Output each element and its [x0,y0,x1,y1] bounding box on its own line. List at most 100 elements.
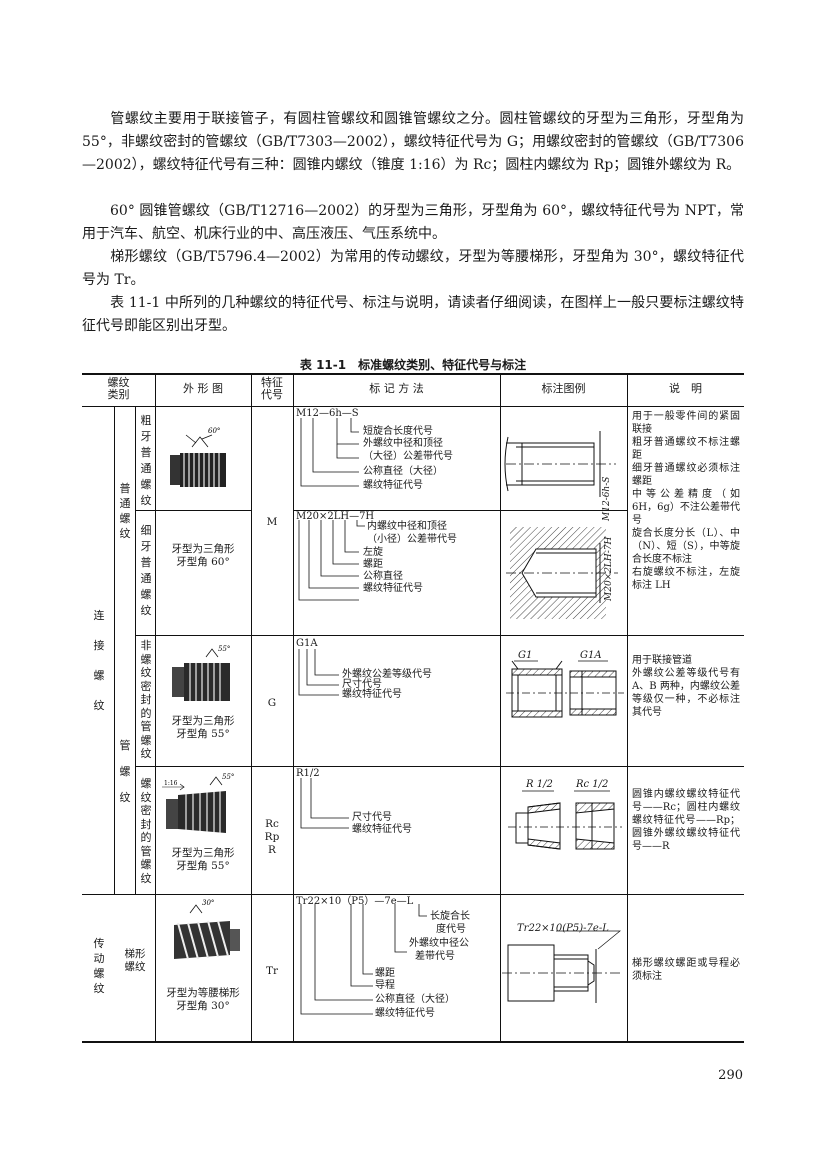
code-m: M [266,516,278,528]
note-common: 用于一般零件间的紧固联接 粗牙普通螺纹不标注螺距 细牙普通螺纹必须标注螺距 中等… [632,411,740,591]
note-tr: 梯形螺纹螺距或导程必须标注 [632,958,740,982]
table-caption: 表 11-1 标准螺纹类别、特征代号与标注 [299,358,527,372]
category-pipe: 管螺纹 [119,739,131,804]
tr-mark-leaders [300,904,427,1015]
col-divider-1 [114,406,115,894]
m1-example-label: M12-6h-S [602,476,612,521]
g-example-drawing [506,660,624,718]
col-divider-3 [155,373,156,1041]
g-mark-head: G1A [296,638,318,649]
subcategory-coarse: 粗牙普通螺纹 [140,414,152,507]
col-divider-2 [135,406,136,894]
m2-mark-1: 内螺纹中径和顶径 [367,521,447,532]
m1-example-drawing [504,431,616,497]
note-r: 圆锥内螺纹螺纹特征代号——Rc；圆柱内螺纹螺纹特征代号——Rp；圆锥外螺纹螺纹特… [632,789,740,852]
tr-mark-8: 螺纹特征代号 [375,1008,435,1019]
table-bottom-rule [82,1041,744,1043]
svg-text:1:16: 1:16 [164,780,178,787]
tr-mark-4: 差带代号 [415,951,455,962]
note-g: 用于联接管道 外螺纹公差等级代号有 A、B 两种，内螺纹公差等级仅一种，不必标注… [632,655,740,718]
svg-text:30°: 30° [202,899,214,907]
rule-g-r [135,766,744,767]
category-transmit: 传动螺纹 [93,937,105,995]
g-example-g1a: G1A [580,650,602,661]
category-common: 普通螺纹 [119,482,131,540]
m2-mark-6: 螺纹特征代号 [363,583,423,594]
thread-table: 螺纹类别 外 形 图 特征代号 标 记 方 法 标注图例 说 明 连接螺纹 普通… [82,373,744,1043]
paragraph-1: 管螺纹主要用于联接管子，有圆柱管螺纹和圆锥管螺纹之分。圆柱管螺纹的牙型为三角形，… [82,111,744,173]
m1-mark-head: M12—6h—S [296,408,359,419]
r-example-drawing [508,790,622,850]
g-mark-3: 螺纹特征代号 [342,689,402,700]
tr-mark-5: 螺距 [375,968,395,979]
m2-example-label: M20×2LH-7H [604,536,614,601]
m2-mark-3: 左旋 [363,547,383,558]
header-method: 标 记 方 法 [369,382,424,395]
col-divider-5 [293,373,294,1041]
tr-mark-7: 公称直径（大径） [375,994,455,1005]
coarse-thread-image: 60° [170,427,226,487]
svg-text:60°: 60° [208,427,220,435]
paragraph-3: 梯形螺纹（GB/T5796.4—2002）为常用的传动螺纹，牙型为等腰梯形，牙型… [82,249,744,288]
r-example-rc: Rc 1/2 [576,779,609,790]
m2-mark-2: （小径）公差带代号 [367,534,457,545]
m2-mark-leaders [298,520,365,601]
m1-mark-2: 外螺纹中径和顶径 [363,438,443,449]
m1-mark-1: 短旋合长度代号 [363,426,433,437]
g-shape-desc: 牙型为三角形 牙型角 55° [171,715,235,740]
col-divider-6 [500,373,501,1041]
header-example: 标注图例 [541,382,586,395]
svg-text:55°: 55° [222,773,234,781]
r-mark-2: 螺纹特征代号 [352,824,412,835]
header-shape: 外 形 图 [183,382,223,395]
code-r: Rc Rp R [264,818,280,856]
header-rule [82,406,744,407]
g-mark-leaders [298,649,339,696]
tr-mark-3: 外螺纹中径公 [409,938,469,949]
common-shape-desc: 牙型为三角形 牙型角 60° [171,543,235,568]
tr-mark-1: 长旋合长 [430,911,470,922]
rule-coarse-fine-mark [293,510,627,511]
tr-example-drawing [502,930,621,1003]
tr-mark-2: 度代号 [436,924,466,935]
m2-mark-5: 公称直径 [363,571,403,582]
r-mark-1: 尺寸代号 [352,812,392,823]
g-mark-2: 尺寸代号 [342,679,382,690]
subcategory-nonseal: 非螺纹密封的管螺纹 [140,639,152,760]
r-thread-image: 1:16 55° [162,773,234,833]
r-mark-head: R1/2 [296,768,320,779]
m1-mark-3: （大径）公差带代号 [363,451,453,462]
paragraph-2: 60° 圆锥管螺纹（GB/T12716—2002）的牙型为三角形，牙型角为 60… [82,203,744,242]
m1-mark-leaders [300,418,359,487]
g-example-g1: G1 [518,650,533,661]
tr-example-label: Tr22×10(P5)-7e-L [517,923,609,934]
tr-mark-6: 导程 [375,980,395,991]
g-thread-image: 55° [172,645,230,701]
svg-text:55°: 55° [218,645,230,653]
col-divider-4 [251,373,252,1041]
rule-connect-transmit [82,894,744,895]
tr-shape-desc: 牙型为等腰梯形 牙型角 30° [166,987,240,1012]
m2-mark-head: M20×2LH—7H [296,511,375,522]
r-mark-leaders [300,778,349,829]
r-shape-desc: 牙型为三角形 牙型角 55° [171,847,235,872]
r-example-r: R 1/2 [526,779,553,790]
code-g: G [267,697,277,709]
rule-coarse-fine [135,510,251,511]
page-number: 290 [718,1068,743,1083]
subcategory-seal: 螺纹密封的管螺纹 [140,777,152,885]
m1-mark-5: 螺纹特征代号 [363,480,423,491]
g-mark-1: 外螺纹公差等级代号 [342,669,432,680]
header-note: 说 明 [669,382,702,395]
paragraph-4: 表 11-1 中所列的几种螺纹的特征代号、标注与说明，请读者仔细阅读，在图样上一… [82,295,744,334]
tr-mark-head: Tr22×10（P5）—7e—L [296,896,414,907]
subcategory-fine: 细牙普通螺纹 [140,524,152,617]
category-connect: 连接螺纹 [93,609,105,712]
table-top-rule [82,373,744,375]
header-code: 特征代号 [261,376,283,401]
m1-mark-4: 公称直径（大径） [363,466,443,477]
rule-common-pipe [135,635,744,636]
header-category: 螺纹类别 [107,376,130,401]
code-tr: Tr [265,965,279,977]
